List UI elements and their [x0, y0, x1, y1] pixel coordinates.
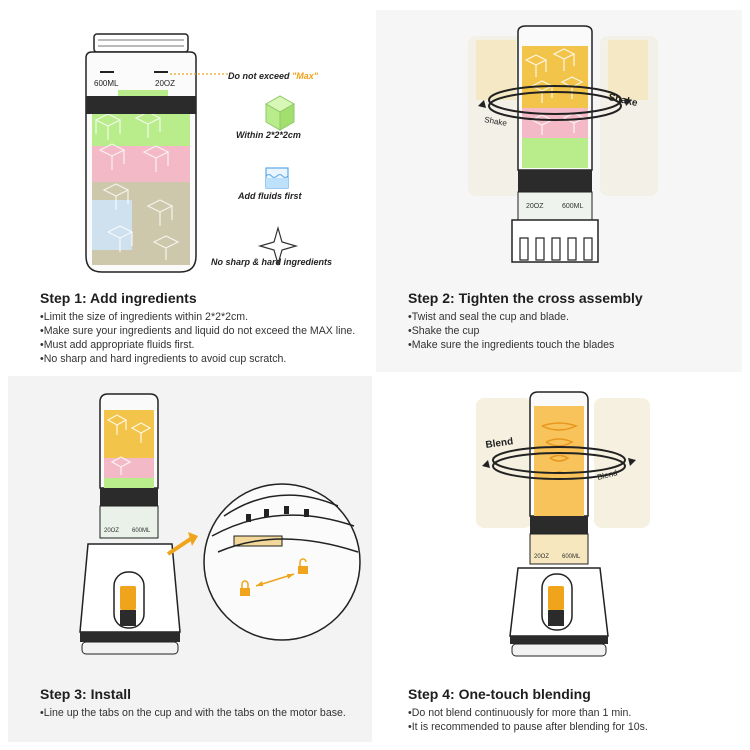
- list-item: Must add appropriate fluids first.: [40, 338, 355, 352]
- step1-cup-mark-left: 600ML: [94, 79, 119, 88]
- sharp-note: No sharp & hard ingredients: [211, 257, 333, 267]
- list-item: Make sure the ingredients touch the blad…: [408, 338, 615, 352]
- step3-title: Step 3: Install: [40, 686, 132, 702]
- fluids-note: Add fluids first: [238, 191, 302, 201]
- step3-panel: 20OZ 600ML Step 3: Install Line: [8, 376, 372, 742]
- step3-cup-mark-left: 20OZ: [104, 528, 119, 534]
- list-item: Shake the cup: [408, 324, 614, 338]
- step2-illustration: 20OZ 600ML Shake Shake: [468, 25, 658, 263]
- step1-title: Step 1: Add ingredients: [40, 290, 197, 306]
- blend-label-left: Blend: [485, 436, 514, 451]
- list-item: Limit the size of ingredients within 2*2…: [40, 310, 355, 324]
- step1-cup-mark-right: 20OZ: [155, 79, 175, 88]
- unlock-icon: [298, 558, 308, 574]
- step1-panel: 600ML 20OZ Do not exceed "Max" Within 2*…: [8, 10, 372, 372]
- list-item: Twist and seal the cup and blade.: [408, 310, 614, 324]
- list-item: It is recommended to pause after blendin…: [408, 720, 648, 734]
- step4-title: Step 4: One-touch blending: [408, 686, 591, 702]
- step4-bullets: Do not blend continuously for more than …: [408, 706, 648, 734]
- step4-illustration: 20OZ 600ML Blend Blend: [476, 391, 650, 657]
- step3-bullets: Line up the tabs on the cup and with the…: [40, 706, 346, 720]
- list-item: No sharp and hard ingredients to avoid c…: [40, 352, 355, 366]
- cube-icon: [264, 95, 296, 131]
- step3-illustration: 20OZ 600ML: [79, 393, 361, 655]
- step2-cup-mark-right: 600ML: [562, 203, 584, 210]
- step4-cup-mark-right: 600ML: [562, 554, 581, 560]
- max-line-note: Do not exceed "Max": [228, 71, 319, 81]
- sharp-item-icon: [257, 225, 299, 267]
- step2-panel: 20OZ 600ML Shake Shake Step 2: Tighten t…: [376, 10, 742, 372]
- step4-cup-mark-left: 20OZ: [534, 554, 549, 560]
- list-item: Line up the tabs on the cup and with the…: [40, 706, 346, 720]
- step1-bullets: Limit the size of ingredients within 2*2…: [40, 310, 356, 366]
- step1-illustration: 600ML 20OZ: [85, 33, 299, 273]
- step2-title: Step 2: Tighten the cross assembly: [408, 290, 643, 306]
- step3-cup-mark-right: 600ML: [132, 528, 151, 534]
- step4-panel: 20OZ 600ML Blend Blend Step 4: One-touch…: [376, 376, 742, 742]
- shake-label-left: Shake: [484, 115, 508, 128]
- fluid-icon: [265, 167, 289, 189]
- list-item: Make sure your ingredients and liquid do…: [40, 324, 356, 338]
- cube-size-note: Within 2*2*2cm: [236, 130, 301, 140]
- step2-cup-mark-left: 20OZ: [526, 203, 544, 210]
- lock-icon: [240, 580, 250, 596]
- list-item: Do not blend continuously for more than …: [408, 706, 648, 720]
- step2-bullets: Twist and seal the cup and blade. Shake …: [408, 310, 615, 352]
